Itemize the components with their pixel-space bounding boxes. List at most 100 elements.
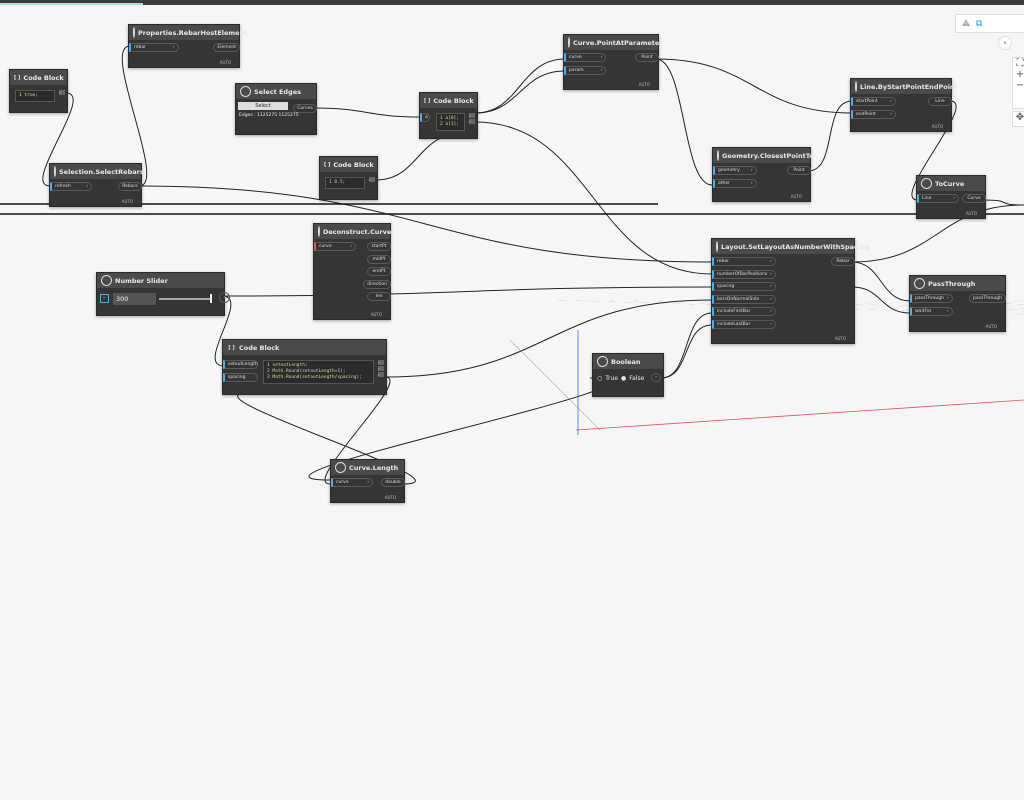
input-port-setoutLength[interactable]: setoutLength (223, 360, 258, 369)
input-port-spacing[interactable]: spacing (223, 372, 258, 382)
input-port-startPoint[interactable]: startPoint› (851, 97, 896, 106)
node-bool[interactable]: Boolean ○True●False › (592, 353, 664, 397)
code-editor[interactable]: 1 setoutLength;2 Math.Round(setoutLength… (263, 360, 374, 384)
slider-track[interactable] (159, 298, 211, 300)
input-port-rebar[interactable]: rebar› (129, 43, 179, 52)
input-port-a[interactable]: a (420, 113, 430, 122)
connector-wire[interactable] (474, 121, 713, 275)
output-port-Rebar[interactable]: Rebar (831, 257, 855, 266)
output-port[interactable]: › (378, 360, 384, 365)
radio-false[interactable]: ● (621, 375, 627, 382)
output-port[interactable]: › (651, 373, 661, 382)
input-port-curve[interactable]: curve› (314, 242, 356, 251)
connector-wire[interactable] (851, 261, 911, 302)
select-button[interactable]: Select (238, 102, 288, 110)
node-header[interactable]: Curve.PointAtParameter (564, 35, 663, 50)
node-header[interactable]: PassThrough (910, 276, 1005, 291)
expand-toggle[interactable]: − (100, 294, 109, 303)
node-header[interactable]: Curve.Length (331, 460, 404, 475)
graph-view-icon[interactable]: ⧉ (976, 18, 983, 29)
output-port[interactable]: › (59, 90, 65, 95)
connector-wire[interactable] (655, 58, 713, 186)
connector-wire[interactable] (807, 100, 853, 172)
output-port[interactable]: › (369, 177, 375, 182)
connector-wire[interactable] (474, 70, 566, 114)
node-header[interactable]: Geometry.ClosestPointTo (713, 148, 814, 163)
output-port-direction[interactable]: direction (363, 279, 391, 289)
output-port-Curves[interactable]: Curves (293, 104, 317, 113)
node-layout[interactable]: Layout.SetLayoutAsNumberWithSpacing rebar… (711, 238, 869, 344)
input-port-rebar[interactable]: rebar› (712, 257, 776, 266)
code-editor[interactable]: 1 0.5; (325, 177, 365, 189)
output-port[interactable]: › (469, 113, 475, 118)
node-header[interactable]: Select Edges (236, 84, 316, 99)
connector-wire[interactable] (660, 312, 713, 379)
connector-wire[interactable] (42, 92, 74, 187)
input-port-endPoint[interactable]: endPoint› (851, 109, 896, 119)
input-port-spacing[interactable]: spacing› (712, 282, 776, 291)
input-port-includeFirstBar[interactable]: includeFirstBar› (712, 307, 776, 316)
boolean-toggle[interactable]: ○True●False (597, 375, 644, 382)
node-header[interactable]: Line.ByStartPointEndPoint (851, 79, 958, 94)
zoom-fit-button[interactable]: ⛶ (1016, 58, 1024, 69)
node-cb2[interactable]: [ ]Code Block a 1 a[0];2 a[1]; ›› (419, 92, 478, 139)
output-port-endPt[interactable]: endPt (367, 267, 391, 276)
input-port-geometry[interactable]: geometry› (713, 166, 757, 175)
output-port-Rebars[interactable]: Rebars (118, 182, 142, 191)
connector-wire[interactable] (474, 58, 566, 114)
node-header[interactable]: Number Slider (97, 273, 224, 288)
output-port-Line[interactable]: Line (928, 97, 952, 106)
node-slider[interactable]: Number Slider−300› (96, 272, 230, 316)
node-header[interactable]: Selection.SelectRebars (50, 164, 144, 179)
zoom-out-button[interactable]: − (1015, 80, 1024, 91)
output-port[interactable]: › (378, 372, 384, 377)
output-port[interactable]: › (219, 292, 230, 303)
node-line[interactable]: Line.ByStartPointEndPoint startPoint› endP… (850, 78, 958, 132)
output-port-passThrough[interactable]: passThrough (969, 294, 1006, 303)
output-port[interactable]: › (469, 119, 475, 124)
node-header[interactable]: Boolean (593, 354, 663, 369)
connector-wire[interactable] (375, 133, 461, 181)
connector-wire[interactable] (237, 392, 416, 485)
chevron-left-icon[interactable]: ‹ (998, 36, 1012, 50)
input-port-barsOnNormalSide[interactable]: barsOnNormalSide› (712, 294, 776, 304)
node-header[interactable]: [ ]Code Block (420, 93, 477, 108)
output-port-double[interactable]: double (381, 478, 405, 487)
input-port-curve[interactable]: curve› (331, 478, 373, 487)
connector-wire[interactable] (851, 286, 911, 314)
view-toggle[interactable]: ⟁ ⧉ (955, 14, 1024, 33)
connector-wire[interactable] (983, 199, 1024, 206)
node-header[interactable]: [ ]Code Block (320, 157, 377, 172)
node-header[interactable]: Layout.SetLayoutAsNumberWithSpacing (712, 239, 869, 254)
output-port-Curve[interactable]: Curve (962, 194, 986, 203)
input-port-waitFor[interactable]: waitFor› (910, 306, 953, 316)
connector-wire[interactable] (121, 45, 148, 187)
output-port-Point[interactable]: Point (635, 53, 659, 62)
input-port-refresh[interactable]: refresh› (50, 182, 92, 191)
output-port-startPt[interactable]: startPt (367, 242, 391, 251)
input-port-curve[interactable]: curve› (564, 53, 607, 62)
connector-wire[interactable] (851, 204, 1024, 263)
input-port-includeLastBar[interactable]: includeLastBar› (712, 319, 776, 329)
input-port-other[interactable]: other› (713, 178, 757, 188)
geometry-view-icon[interactable]: ⟁ (962, 18, 971, 29)
connector-wire[interactable] (384, 299, 713, 378)
node-header[interactable]: ToCurve (917, 176, 985, 191)
connector-wire[interactable] (221, 286, 713, 297)
connector-wire[interactable] (655, 58, 853, 114)
zoom-in-button[interactable]: + (1015, 69, 1024, 80)
input-port-param[interactable]: param› (564, 65, 607, 75)
node-header[interactable]: [ ]Code Block (223, 340, 386, 355)
connector-wire[interactable] (324, 376, 391, 485)
connector-wire[interactable] (911, 100, 957, 201)
connector-wire[interactable] (313, 107, 421, 118)
code-editor[interactable]: 1 a[0];2 a[1]; (436, 113, 465, 131)
